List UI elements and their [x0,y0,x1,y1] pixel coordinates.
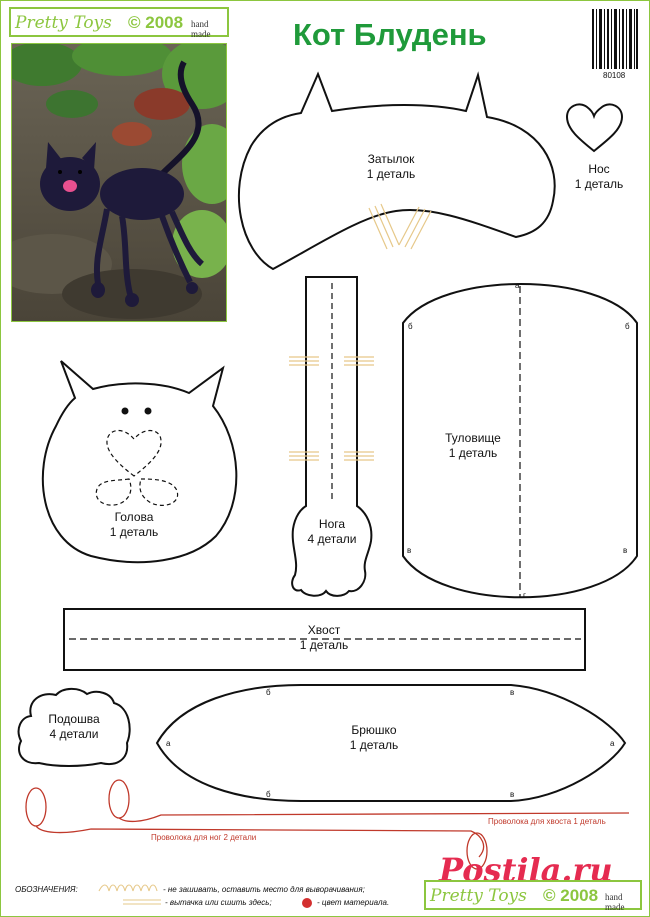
piece-back-head [238,71,556,271]
barcode: 80108 [591,7,639,87]
label-head: Голова 1 деталь [109,510,159,539]
label-body: Туловище 1 деталь [445,431,501,460]
brand-box: Pretty Toys © 2008 hand made [9,7,229,39]
piece-leg [289,276,374,597]
brand-year: © 2008 [128,13,184,32]
label-nose: Нос 1 деталь [574,162,624,191]
body-mark-a: а [515,281,520,290]
label-tail: Хвост 1 деталь [299,623,349,652]
piece-tail [63,608,586,671]
legend-dart-symbol [123,899,161,905]
legend-no-sew: - не зашивать, оставить место для вывора… [163,885,365,894]
footer-brand-box: Pretty Toys © 2008 hand made [424,880,642,912]
body-mark-b-right: б [625,322,630,331]
footer-brand-year: © 2008 [543,886,599,905]
wire-legs [25,779,630,858]
label-belly: Брюшко 1 деталь [349,723,399,752]
barcode-icon [592,9,638,69]
label-sole: Подошва 4 детали [48,712,100,741]
brand-name: Pretty Toys [15,13,112,33]
belly-mark-a-right: а [610,739,615,748]
barcode-number: 80108 [603,71,626,80]
legend-title: ОБОЗНАЧЕНИЯ: [15,885,78,894]
cat-photo [11,43,227,322]
label-leg: Нога 4 детали [307,517,357,546]
body-mark-g: г [523,591,526,600]
cat-photo-icon [12,44,226,321]
page-title: Кот Блудень [293,17,487,52]
body-mark-v-right: в [623,546,628,555]
piece-belly [155,684,627,802]
belly-mark-v-top: в [510,688,515,697]
belly-mark-b-bottom: б [266,790,271,799]
body-mark-b-left: б [408,322,413,331]
legend-dart: - вытачка или сшить здесь; [165,898,272,907]
piece-body [402,283,638,599]
body-mark-v-left: в [407,546,412,555]
belly-mark-b-top: б [266,688,271,697]
belly-mark-v-bottom: в [510,790,515,799]
wire-legs-label: Проволока для ног 2 детали [151,833,257,842]
legend-no-sew-symbol [98,884,158,892]
hand-made-label: hand made [191,19,211,39]
wire-tail [466,832,488,870]
wire-tail-label: Проволока для хвоста 1 деталь [488,817,606,826]
piece-head [41,360,238,564]
piece-sole [17,687,131,767]
legend-color-dot [302,898,312,908]
footer-hand-made: hand made [605,892,625,912]
footer-brand-name: Pretty Toys [430,886,527,906]
piece-nose [565,103,624,153]
belly-mark-a-left: а [166,739,171,748]
legend-color: - цвет материала. [317,898,390,907]
label-back-head: Затылок 1 деталь [366,152,416,181]
